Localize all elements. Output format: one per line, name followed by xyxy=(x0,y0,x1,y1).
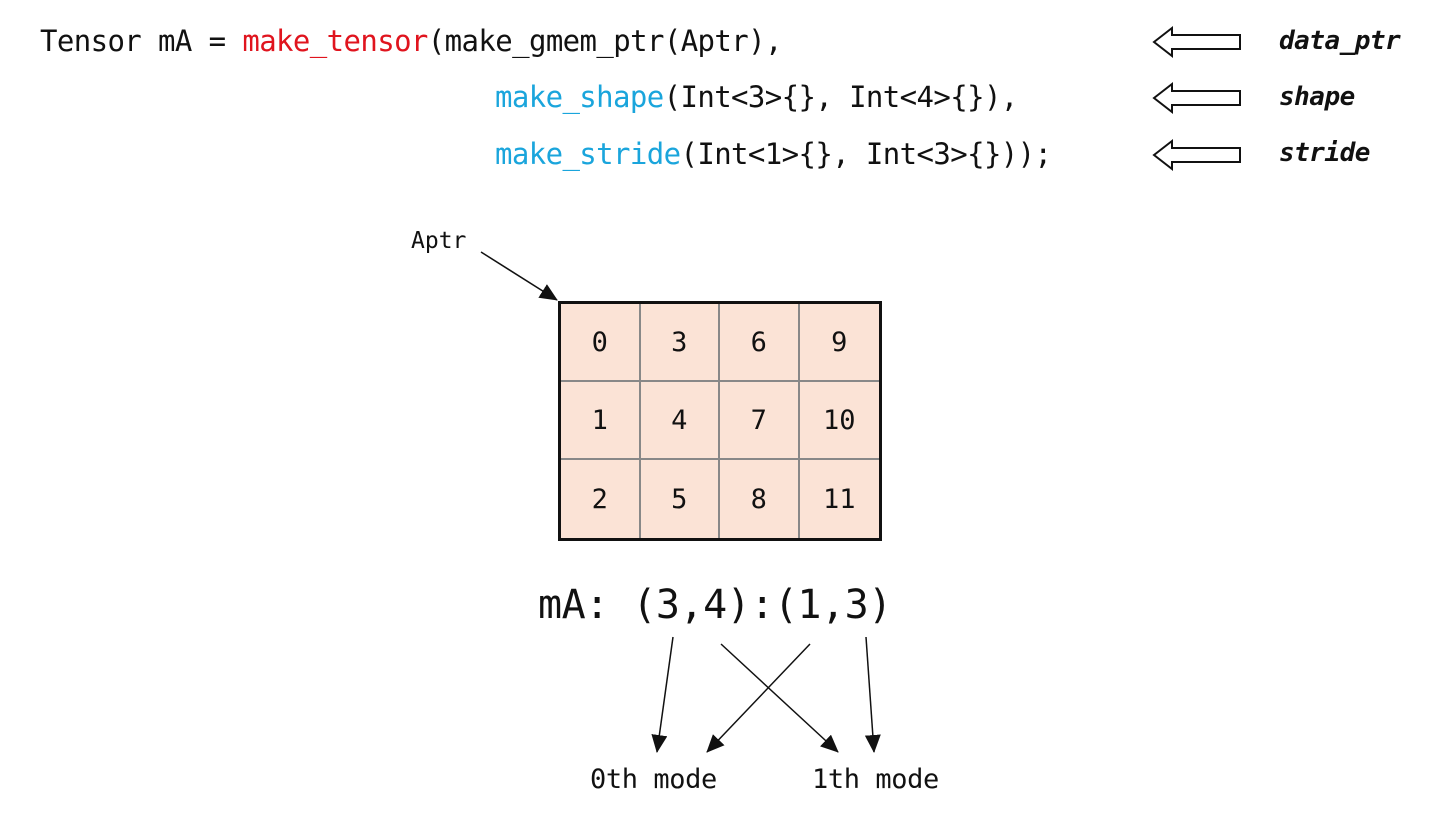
tensor-cell: 1 xyxy=(561,382,641,460)
make-tensor-fn: make_tensor xyxy=(242,24,428,58)
layout-expression: mA: (3,4):(1,3) xyxy=(538,582,892,628)
arrow-shape1-to-mode1 xyxy=(720,643,839,753)
tensor-grid: 0 3 6 9 1 4 7 10 2 5 8 11 xyxy=(558,301,882,541)
arrow-stride1-to-mode1 xyxy=(864,636,881,753)
tensor-cell: 0 xyxy=(561,304,641,382)
label-stride: stride xyxy=(1279,138,1370,168)
label-data-ptr: data_ptr xyxy=(1279,26,1401,56)
tensor-cell: 5 xyxy=(641,460,720,538)
code-args: (Int<3>{}, Int<4>{}), xyxy=(663,80,1019,114)
make-shape-fn: make_shape xyxy=(495,80,664,114)
tensor-cell: 10 xyxy=(799,382,879,460)
code-args: (make_gmem_ptr(Aptr), xyxy=(427,24,783,58)
tensor-cell: 2 xyxy=(561,460,641,538)
pointer-label: Aptr xyxy=(411,228,467,254)
mode0-label: 0th mode xyxy=(590,764,717,795)
hollow-arrow-icon xyxy=(1152,25,1241,59)
tensor-cell: 8 xyxy=(720,460,800,538)
tensor-cell: 6 xyxy=(720,304,800,382)
make-stride-fn: make_stride xyxy=(495,137,681,171)
arrow-shape0-to-mode0 xyxy=(651,636,674,753)
code-prefix: Tensor mA = xyxy=(40,24,243,58)
tensor-cell: 11 xyxy=(822,483,856,515)
code-args: (Int<1>{}, Int<3>{})); xyxy=(680,137,1052,171)
code-line-1: Tensor mA = make_tensor(make_gmem_ptr(Ap… xyxy=(40,24,782,58)
mode1-label: 1th mode xyxy=(812,764,939,795)
code-line-3: make_stride(Int<1>{}, Int<3>{})); xyxy=(495,137,1052,171)
code-line-2: make_shape(Int<3>{}, Int<4>{}), xyxy=(495,80,1018,114)
arrow-stride0-to-mode0 xyxy=(706,643,811,753)
pointer-arrow xyxy=(480,251,558,301)
tensor-cell: 7 xyxy=(720,382,800,460)
label-shape: shape xyxy=(1279,82,1355,112)
tensor-cell: 9 xyxy=(799,304,879,382)
tensor-cell: 4 xyxy=(640,382,720,460)
hollow-arrow-icon xyxy=(1152,138,1241,172)
tensor-cell: 3 xyxy=(640,304,720,382)
hollow-arrow-icon xyxy=(1152,81,1241,115)
